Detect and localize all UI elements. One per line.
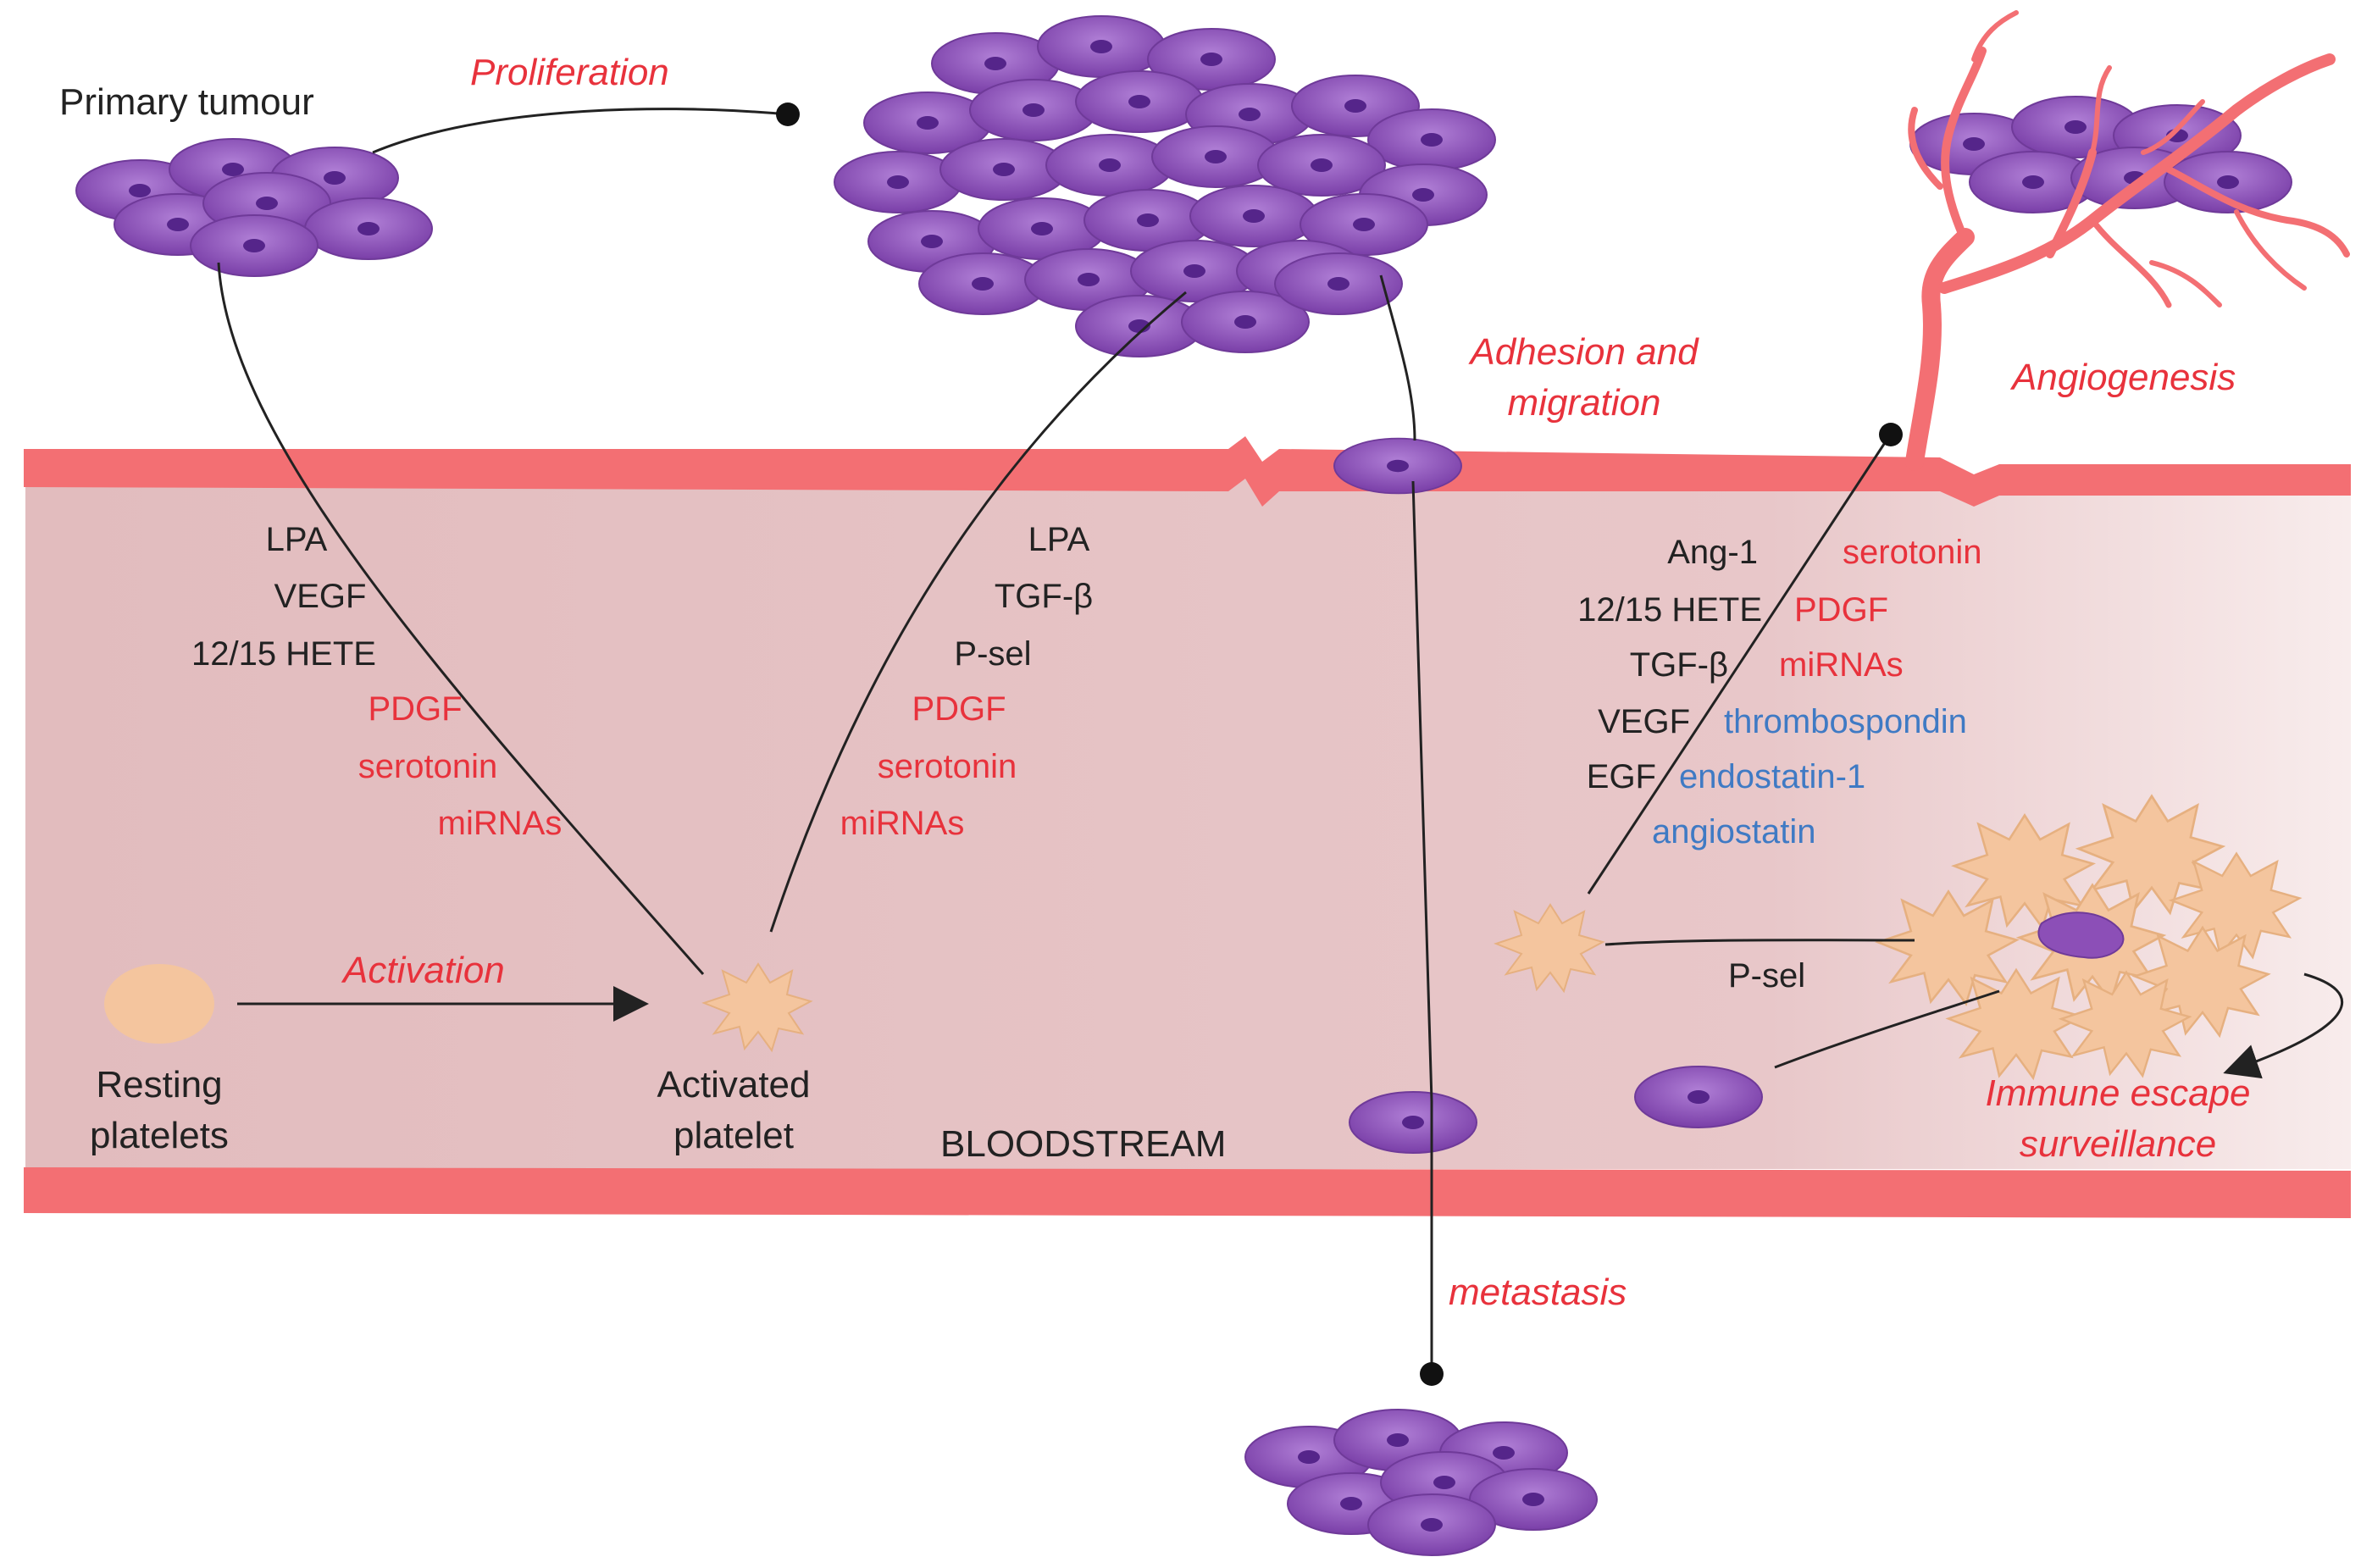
line-immune-escape: [2223, 972, 2344, 1079]
factor-right-black-0: Ang-1: [1667, 534, 1758, 571]
factor-right-red-1: PDGF: [1794, 591, 1888, 629]
proliferated-tumour-cluster: [834, 15, 1496, 357]
endpoint-proliferation: [776, 103, 800, 126]
line-angiogenesis: [1587, 435, 1891, 895]
vessel-top-wall: [24, 436, 2351, 507]
process-angiogenesis: Angiogenesis: [2009, 357, 2236, 398]
factor-right-black-2: TGF-β: [1630, 646, 1728, 684]
process-immune-escape-2: surveillance: [2020, 1123, 2216, 1165]
process-activation: Activation: [341, 950, 505, 991]
factor-left-0: LPA: [266, 521, 328, 558]
factor-right-red-2: miRNAs: [1779, 646, 1904, 684]
label-resting-platelets-2: platelets: [90, 1115, 229, 1156]
endpoint-angiogenesis: [1879, 423, 1903, 446]
primary-tumour-cluster: [75, 138, 433, 277]
process-immune-escape-1: Immune escape: [1985, 1072, 2250, 1114]
blood-vessel: [24, 436, 2351, 1218]
angiogenic-vessels: [1905, 10, 2350, 471]
factor-mid-1: TGF-β: [995, 578, 1093, 615]
factor-right-black-4: EGF: [1587, 758, 1656, 795]
circulating-tumour-cell-metastasis: [1349, 1091, 1477, 1154]
resting-platelet: [104, 964, 214, 1044]
factor-mid-3: PDGF: [912, 690, 1006, 728]
factor-list-middle: LPA TGF-β P-sel PDGF serotonin miRNAs: [840, 521, 1093, 842]
hidden-tumour-cell: [2037, 911, 2125, 959]
label-primary-tumour: Primary tumour: [59, 81, 314, 123]
factor-list-left: LPA VEGF 12/15 HETE PDGF serotonin miRNA…: [191, 521, 562, 842]
process-adhesion-1: Adhesion and: [1467, 331, 1699, 373]
factor-list-right: Ang-1 12/15 HETE TGF-β VEGF EGF serotoni…: [1577, 534, 1981, 850]
metastasis-cluster: [1244, 1409, 1598, 1556]
process-metastasis: metastasis: [1449, 1272, 1627, 1313]
line-metastasis-track: [1411, 480, 1433, 1372]
factor-left-3: PDGF: [368, 690, 462, 728]
factor-mid-4: serotonin: [878, 748, 1017, 785]
label-activated-platelet-1: Activated: [657, 1064, 811, 1105]
factor-left-1: VEGF: [274, 578, 367, 615]
process-adhesion-2: migration: [1508, 382, 1661, 424]
vessel-bottom-wall: [24, 1167, 2351, 1218]
factor-right-blue-0: thrombospondin: [1724, 703, 1967, 740]
factor-mid-0: LPA: [1028, 521, 1090, 558]
circulating-tumour-cell-adhesion: [1333, 437, 1462, 495]
factor-left-2: 12/15 HETE: [191, 635, 376, 673]
factor-right-black-1: 12/15 HETE: [1577, 591, 1762, 629]
label-activated-platelet-2: platelet: [673, 1115, 794, 1156]
factor-left-4: serotonin: [358, 748, 498, 785]
process-proliferation: Proliferation: [470, 52, 669, 93]
line-platelet-to-cluster: [769, 291, 1187, 933]
line-ctc-to-aggregate: [1774, 989, 2000, 1069]
factor-right-blue-2: angiostatin: [1652, 813, 1815, 850]
factor-right-black-3: VEGF: [1598, 703, 1690, 740]
circulating-tumour-cell-immune: [1634, 1066, 1763, 1128]
label-resting-platelets-1: Resting: [96, 1064, 222, 1105]
factor-right-red-0: serotonin: [1843, 534, 1982, 571]
label-bloodstream: BLOODSTREAM: [940, 1123, 1226, 1165]
line-proliferation: [372, 108, 789, 154]
connector-lines: [217, 103, 2344, 1386]
line-psel: [1604, 939, 1915, 946]
label-psel-bottom: P-sel: [1728, 957, 1805, 995]
line-tumour-to-platelet: [217, 262, 705, 975]
factor-mid-5: miRNAs: [840, 805, 965, 842]
factor-mid-2: P-sel: [954, 635, 1031, 673]
factor-left-5: miRNAs: [438, 805, 563, 842]
line-cluster-to-vessel: [1379, 274, 1416, 441]
endpoint-metastasis: [1420, 1362, 1444, 1386]
platelet-aggregate: [1876, 795, 2301, 1079]
factor-right-blue-1: endostatin-1: [1679, 758, 1865, 795]
